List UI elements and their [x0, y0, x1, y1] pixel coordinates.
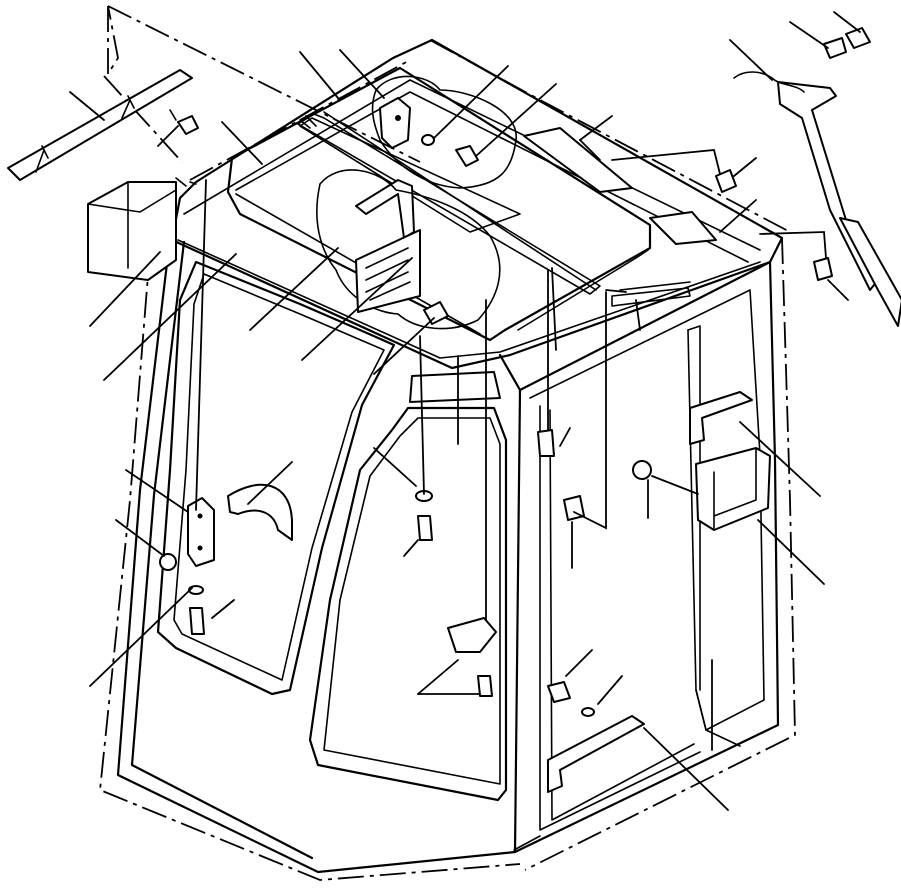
side-handle [689, 391, 753, 445]
nut-1 [159, 553, 177, 571]
bolt-6 [477, 675, 493, 697]
bolt-11 [813, 257, 833, 281]
washer-4 [581, 707, 595, 717]
bolt-10 [715, 169, 737, 193]
bolt-4 [189, 607, 205, 635]
roof-clip [379, 97, 411, 149]
cab-body [99, 5, 796, 881]
center-bracket [409, 371, 501, 403]
side-box [695, 447, 771, 531]
roof-handle [355, 179, 415, 239]
roof-tag-2 [649, 211, 717, 245]
bolt-9 [547, 681, 571, 703]
hinge-plate [187, 497, 215, 567]
bolt-1 [177, 115, 199, 135]
roof-tag-1 [523, 127, 633, 193]
leader-lines [69, 11, 861, 811]
grab-handle [227, 483, 293, 541]
bolt-3 [423, 301, 449, 325]
washer-1 [421, 134, 435, 146]
bolt-5 [417, 515, 433, 541]
bolt-7 [537, 429, 555, 457]
nut-2 [632, 460, 652, 480]
bolt-12 [823, 37, 847, 59]
vent-bubble [316, 169, 501, 330]
wiper-spring [733, 71, 805, 93]
striker-plate [447, 617, 497, 653]
wiper-blade [839, 217, 901, 327]
corner-box [87, 181, 177, 281]
left-rail [7, 69, 193, 181]
bolt-2 [455, 145, 479, 167]
detail-bubble [371, 75, 517, 189]
lower-rail [547, 715, 645, 793]
parts [7, 27, 901, 793]
